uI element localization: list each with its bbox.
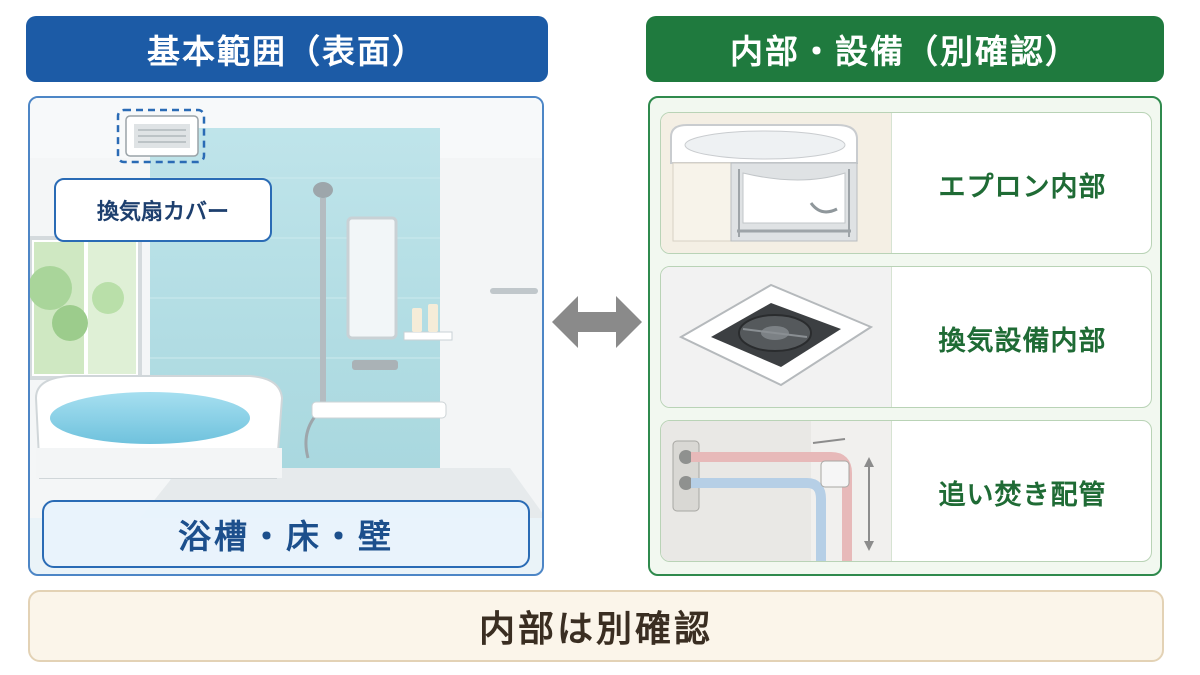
internal-equipment-panel: エプロン内部 換気設備内部 追い焚き配管: [648, 96, 1162, 576]
ventilation-fan-icon: [661, 267, 891, 407]
surface-scope-label: 浴槽・床・壁: [42, 500, 530, 568]
bathroom-surface-panel: 換気扇カバー 浴槽・床・壁: [28, 96, 544, 576]
reheat-piping-label: 追い焚き配管: [891, 421, 1151, 561]
ventilation-interior-label: 換気設備内部: [891, 267, 1151, 407]
apron-card: エプロン内部: [660, 112, 1152, 254]
basic-scope-header: 基本範囲（表面）: [26, 16, 548, 82]
fan-cover-tag: 換気扇カバー: [54, 178, 272, 242]
bathtub-apron-icon: [661, 113, 891, 253]
reheat-piping-icon: [661, 421, 891, 561]
reheat-piping-card: 追い焚き配管: [660, 420, 1152, 562]
apron-interior-label: エプロン内部: [891, 113, 1151, 253]
internal-equipment-header: 内部・設備（別確認）: [646, 16, 1164, 82]
internal-separate-check-banner: 内部は別確認: [28, 590, 1164, 662]
ventilation-card: 換気設備内部: [660, 266, 1152, 408]
double-arrow-icon: [552, 296, 642, 348]
